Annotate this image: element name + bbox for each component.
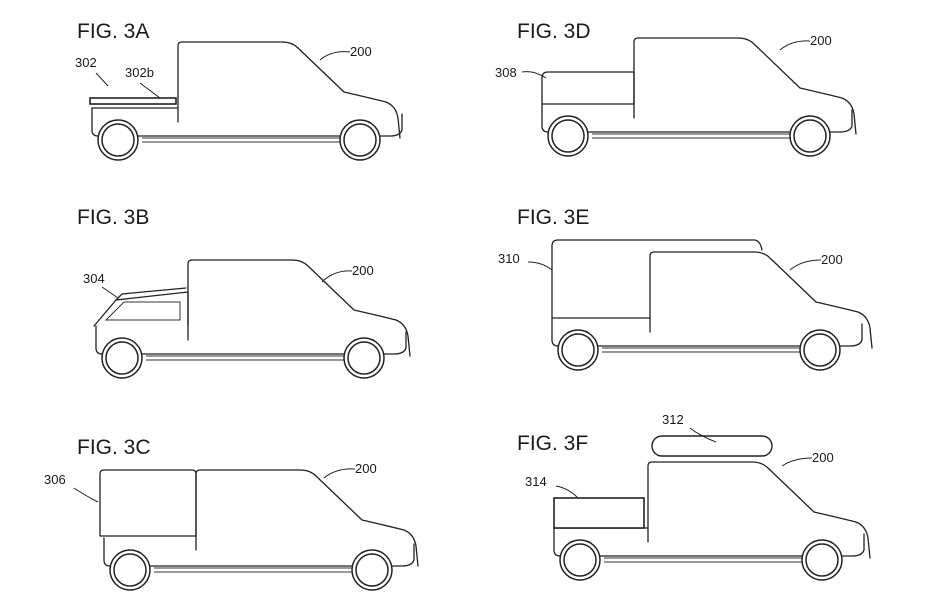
figure-3c: FIG. 3C 306 200 <box>44 436 419 591</box>
figure-title: FIG. 3E <box>517 206 589 229</box>
figure-title: FIG. 3B <box>77 206 149 229</box>
roof-cargo-box <box>651 435 773 457</box>
ref-label: 306 <box>44 472 66 487</box>
ref-label: 200 <box>352 263 374 278</box>
ref-label: 308 <box>495 65 517 80</box>
ref-label: 310 <box>498 251 520 266</box>
ref-label: 200 <box>350 44 372 59</box>
figure-3d: FIG. 3D 308 200 <box>495 20 857 157</box>
tailgate-panel <box>89 97 177 105</box>
ref-label: 302b <box>125 65 154 80</box>
figure-title: FIG. 3D <box>517 20 591 43</box>
ref-label: 314 <box>525 474 547 489</box>
figure-3b: FIG. 3B 304 200 <box>77 206 411 379</box>
ref-label: 200 <box>810 33 832 48</box>
bed-cargo-box <box>553 497 645 529</box>
figure-title: FIG. 3A <box>77 20 149 43</box>
ref-label: 200 <box>812 450 834 465</box>
figure-3a: FIG. 3A 302 302b 200 <box>75 20 403 161</box>
figure-title: FIG. 3F <box>517 432 588 455</box>
figure-title: FIG. 3C <box>77 436 151 459</box>
figure-3e: FIG. 3E 310 200 <box>498 206 873 371</box>
ref-label: 312 <box>662 412 684 427</box>
ref-label: 200 <box>821 252 843 267</box>
ref-label: 304 <box>83 271 105 286</box>
ref-label: 302 <box>75 55 97 70</box>
figure-3f: FIG. 3F 312 314 200 <box>517 412 871 581</box>
ref-label: 200 <box>355 461 377 476</box>
